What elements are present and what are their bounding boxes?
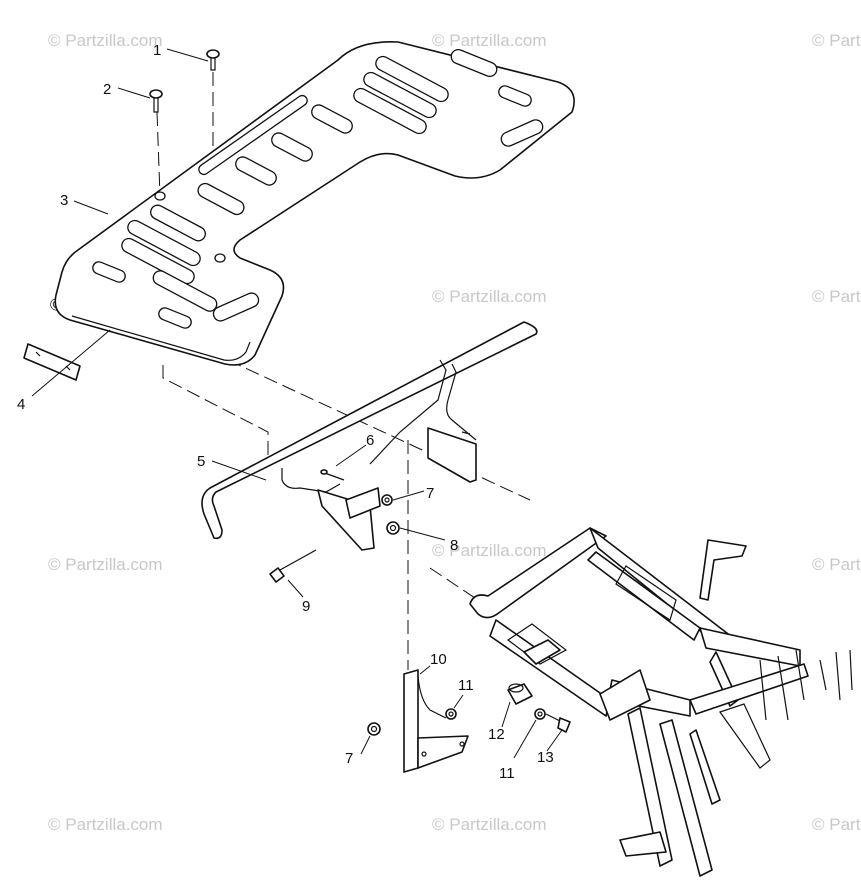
callout-5: 5	[197, 453, 205, 470]
watermark-text: © Partzilla.com	[432, 541, 547, 560]
callout-12: 12	[488, 726, 505, 743]
callout-11: 11	[458, 677, 474, 694]
callout-4: 4	[17, 396, 25, 413]
callout-7: 7	[345, 750, 353, 767]
screw-1	[206, 49, 220, 71]
rear-rack	[54, 41, 575, 366]
washer-11-upper	[445, 708, 457, 720]
callout-2: 2	[103, 81, 111, 98]
bolt-13	[545, 713, 571, 733]
watermark-text: © Partzilla.com	[48, 31, 163, 50]
washer-7	[381, 494, 393, 506]
callout-13: 13	[537, 749, 554, 766]
watermark-text: © Partzilla.com	[812, 287, 861, 306]
bracket-10	[403, 669, 469, 773]
washer-11-lower	[534, 708, 546, 720]
watermark-text: © Partzilla.com	[432, 287, 547, 306]
callout-8: 8	[450, 537, 458, 554]
watermark-text: © Partzilla.com	[812, 31, 861, 50]
callouts: 1 2 3 4 5 6 7 8 9 10 11 7 12 11 13	[17, 42, 554, 782]
bolt-9	[269, 549, 317, 583]
callout-11: 11	[499, 765, 515, 782]
screw-2	[149, 89, 163, 113]
callout-7: 7	[426, 485, 434, 502]
callout-6: 6	[366, 432, 374, 449]
watermark-text: © Partzilla.com	[812, 815, 861, 834]
nut-7-lower	[367, 722, 381, 736]
frame	[469, 527, 853, 877]
watermark-text: © Partzilla.com	[432, 31, 547, 50]
nut-8	[386, 521, 400, 535]
spacer-12	[507, 683, 533, 705]
watermark-text: © Partzilla.com	[48, 815, 163, 834]
callout-1: 1	[153, 42, 161, 59]
bolt-6	[320, 469, 345, 481]
leader-lines	[31, 48, 563, 759]
callout-10: 10	[430, 651, 447, 668]
watermark-text: © Partzilla.com	[432, 815, 547, 834]
bracket-plate-left	[317, 487, 381, 551]
callout-3: 3	[60, 192, 68, 209]
callout-9: 9	[302, 598, 310, 615]
watermark-text: © Partzilla.com	[812, 555, 861, 574]
bracket-plate-right	[427, 427, 477, 483]
watermark-text: © Partzilla.com	[48, 555, 163, 574]
rear-rail	[201, 321, 538, 540]
